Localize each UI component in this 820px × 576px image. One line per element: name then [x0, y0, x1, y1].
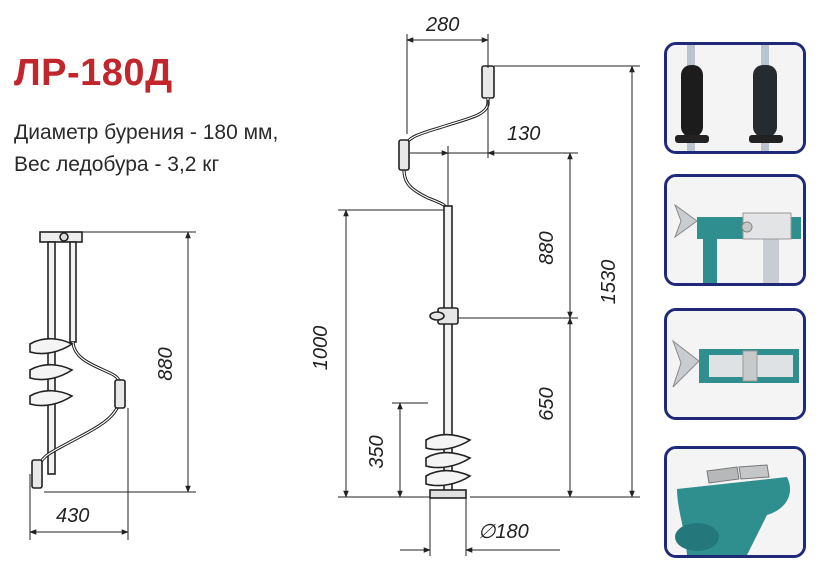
- wing-nut: [429, 311, 445, 321]
- dim-label-280: 280: [425, 14, 459, 36]
- folded-dim-label-880: 880: [155, 347, 177, 380]
- dim-label-350: 350: [366, 435, 388, 468]
- wing-nut-icon: [673, 203, 698, 239]
- unfolded-auger-drawing: [398, 65, 495, 499]
- folded-bottom-grip: [31, 459, 43, 489]
- wing-nut-clamp-photo: [664, 174, 806, 286]
- screw-blade: [425, 433, 472, 487]
- dim-label-1530: 1530: [598, 260, 620, 305]
- handle-grips-photo: [664, 42, 806, 154]
- product-title: ЛР-180Д: [14, 52, 173, 94]
- dim-label-diameter: ∅180: [478, 521, 529, 543]
- wing-nut-open-icon: [671, 339, 700, 388]
- folded-dimension-430: [29, 408, 129, 540]
- dim-label-130: 130: [507, 123, 540, 145]
- folded-dimension-880: [44, 231, 196, 493]
- black-grip-left-icon: [681, 65, 703, 137]
- middle-handle-grip: [398, 139, 410, 171]
- auger-weight-spec: Вес ледобура - 3,2 кг: [14, 153, 220, 176]
- folded-handle-grip: [114, 379, 126, 409]
- drilling-diameter-spec: Диаметр бурения - 180 мм,: [14, 121, 279, 144]
- folded-crank-rod: [69, 241, 77, 343]
- dimension-280: [406, 34, 489, 134]
- black-grip-right-icon: [753, 65, 777, 137]
- clamp-open-photo: [664, 308, 806, 420]
- folded-dim-label-430: 430: [56, 505, 89, 527]
- cutter-head: [429, 489, 467, 499]
- folded-screw-blade: [29, 337, 74, 407]
- auger-blade-photo: [664, 446, 806, 558]
- extension-lines: [338, 65, 640, 498]
- top-handle-grip: [481, 65, 495, 99]
- folded-shaft: [47, 241, 56, 475]
- dim-label-650: 650: [536, 387, 558, 420]
- dim-label-880: 880: [536, 231, 558, 264]
- dim-label-1000: 1000: [310, 326, 332, 371]
- dimension-diameter: [400, 497, 560, 556]
- folded-auger-drawing: [29, 231, 126, 489]
